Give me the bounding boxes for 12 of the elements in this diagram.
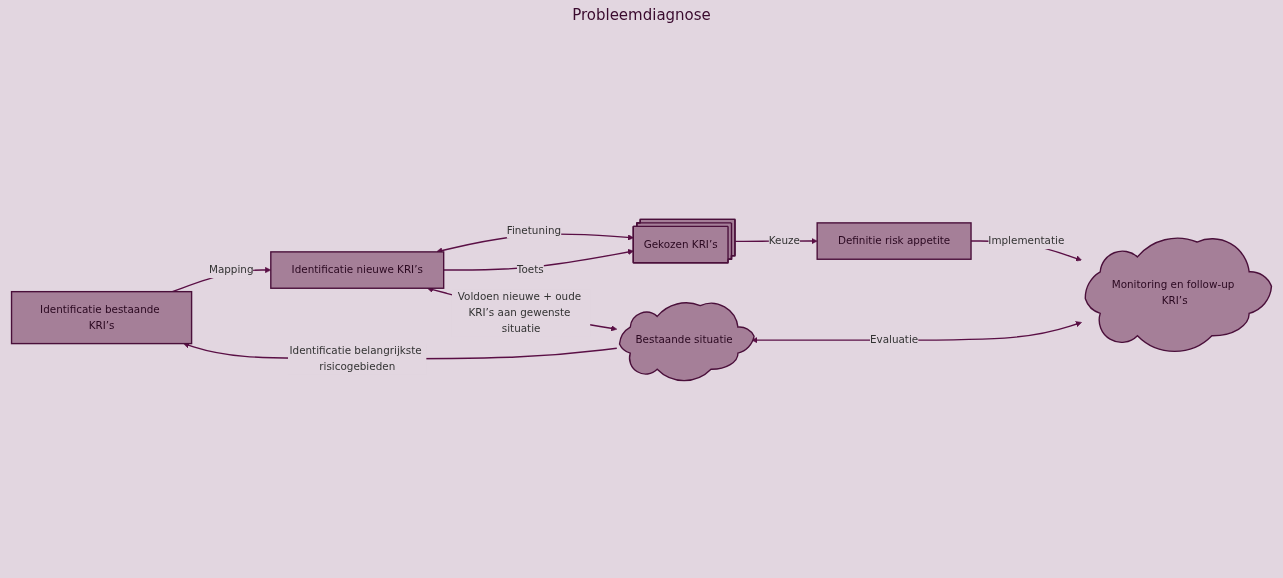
edge-label: Identificatie belangrijkste risicogebieden [289,344,422,373]
edge-label: Voldoen nieuwe + oude KRI’s aan gewenste situatie [457,290,582,335]
node-box: Definitie risk appetite [816,222,972,260]
edge-label: Evaluatie [869,333,919,347]
edge-label: Implementatie [988,234,1065,248]
note-text: Probleemdiagnose [572,6,711,24]
node-box: Identificatie bestaande KRI’s [10,290,193,345]
node-box: Identificatie nieuwe KRI’s [270,251,445,289]
edge-label: Toets [516,263,544,277]
edge-label: Finetuning [506,224,562,237]
edge-label: Keuze [768,234,800,248]
edge-label: Mapping [208,263,254,277]
